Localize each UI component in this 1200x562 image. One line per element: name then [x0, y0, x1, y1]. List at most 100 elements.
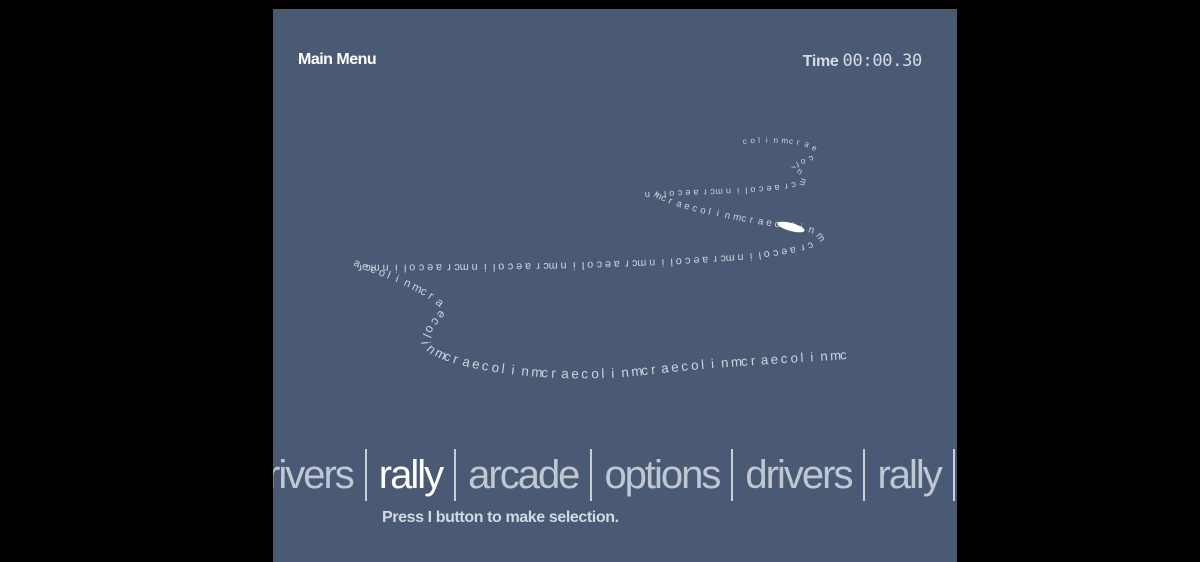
trail-letter: e — [765, 217, 773, 229]
trail-letter: c — [677, 188, 682, 198]
trail-letter: l — [707, 207, 711, 218]
trail-letter: r — [447, 261, 451, 273]
trail-letter: c — [481, 358, 491, 374]
trail-letter: m — [371, 262, 380, 274]
trail-letter: o — [750, 185, 756, 195]
trail-letter: o — [498, 261, 504, 273]
trail-letter: o — [699, 205, 707, 217]
trail-letter: r — [749, 215, 755, 227]
trail-letter: l — [582, 259, 585, 271]
trail-letter: m — [548, 260, 557, 272]
trail-letter: a — [435, 261, 442, 273]
trail-letter: c — [719, 252, 726, 264]
trail-letter: c — [789, 137, 794, 146]
menu-item-rivers[interactable]: rivers — [273, 453, 355, 497]
trail-letter: e — [427, 261, 433, 273]
menu-item-arcade[interactable]: arcade — [468, 453, 580, 497]
trail-letter: m — [830, 348, 842, 364]
trail-letter: r — [551, 366, 557, 381]
trail-letter: o — [669, 189, 675, 199]
trail-letter: o — [587, 259, 593, 271]
trail-letter: n — [644, 190, 650, 200]
trail-letter: a — [352, 257, 363, 271]
trail-letter: i — [394, 273, 401, 285]
selection-hint: Press I button to make selection. — [382, 509, 619, 526]
trail-letter: c — [596, 259, 602, 271]
trail-letter: n — [807, 224, 815, 236]
trail-letter: i — [395, 262, 398, 274]
trail-letter: l — [745, 186, 748, 196]
trail-letter: e — [683, 201, 691, 213]
trail-letter: r — [703, 187, 706, 197]
trail-letter: c — [680, 358, 688, 374]
menu-item-rally[interactable]: rally — [378, 453, 444, 497]
menu-separator — [952, 449, 955, 501]
trail-letter: o — [790, 350, 798, 365]
trail-letter: o — [377, 267, 387, 280]
menu-item-a[interactable]: a — [955, 447, 957, 503]
trail-letter: c — [740, 354, 748, 369]
trail-letter: c — [581, 366, 588, 381]
trail-letter: a — [461, 354, 472, 371]
trail-letter: m — [797, 177, 809, 187]
trail-letter: a — [789, 244, 797, 257]
trail-letter: c — [365, 262, 371, 274]
trail-letter: i — [810, 349, 814, 364]
trail-letter: a — [760, 352, 769, 368]
trail-letter: m — [410, 281, 424, 296]
trail-letter: i — [418, 341, 432, 345]
trail-letter: e — [766, 184, 772, 194]
trail-letter: o — [409, 262, 415, 274]
trail-letter: r — [650, 362, 657, 378]
trail-letter: i — [656, 189, 659, 199]
trail-letter: a — [675, 198, 684, 210]
menu-carousel[interactable]: riversrallyarcadeoptionsdriversrallya — [273, 447, 957, 503]
trail-letter: e — [693, 254, 700, 266]
trail-letter: n — [724, 210, 731, 222]
trail-letter: o — [591, 366, 599, 381]
trail-letter: a — [660, 360, 670, 376]
trail-letter: c — [740, 213, 747, 225]
trail-letter: l — [501, 361, 506, 376]
menu-item-rally[interactable]: rally — [877, 453, 942, 497]
trail-letter: r — [796, 138, 800, 147]
menu-item-options[interactable]: options — [604, 453, 721, 497]
trail-letter: o — [799, 157, 807, 168]
menu-separator — [364, 449, 367, 501]
trail-letter: i — [611, 366, 615, 381]
trail-letter: l — [758, 136, 760, 145]
trail-letter: n — [621, 365, 630, 380]
trail-letter: o — [763, 248, 771, 261]
trail-letter: l — [404, 262, 407, 274]
trail-letter: c — [418, 262, 424, 274]
trail-letter: a — [803, 139, 810, 149]
timer-value: 00:00.30 — [842, 51, 923, 71]
menu-items: riversrallyarcadeoptionsdriversrallya — [273, 447, 957, 503]
trail-letter: r — [536, 260, 540, 272]
trail-letter: i — [710, 356, 714, 371]
trail-letter: m — [725, 252, 735, 265]
trail-letter: a — [561, 366, 569, 381]
trail-letter: c — [369, 263, 379, 276]
menu-separator — [454, 449, 457, 501]
trail-letter: m — [637, 257, 646, 269]
trail-letter: l — [700, 357, 704, 372]
trail-letter: r — [667, 196, 674, 207]
trail-letter: l — [795, 159, 801, 169]
trail-letter: e — [471, 356, 481, 372]
trail-letter: c — [772, 247, 780, 260]
menu-item-drivers[interactable]: drivers — [745, 453, 853, 497]
trail-letter: n — [773, 136, 778, 145]
trail-letter: c — [691, 203, 699, 215]
trail-letter: l — [420, 331, 434, 339]
trail-letter: c — [780, 351, 788, 366]
trail-letter: c — [758, 184, 764, 194]
trail-letter: e — [360, 260, 370, 273]
trail-letter: o — [675, 255, 682, 267]
trail-letter: r — [451, 351, 460, 367]
trail-letter: a — [433, 295, 447, 310]
trail-letter: n — [560, 260, 566, 272]
trail-letter: o — [750, 136, 756, 145]
